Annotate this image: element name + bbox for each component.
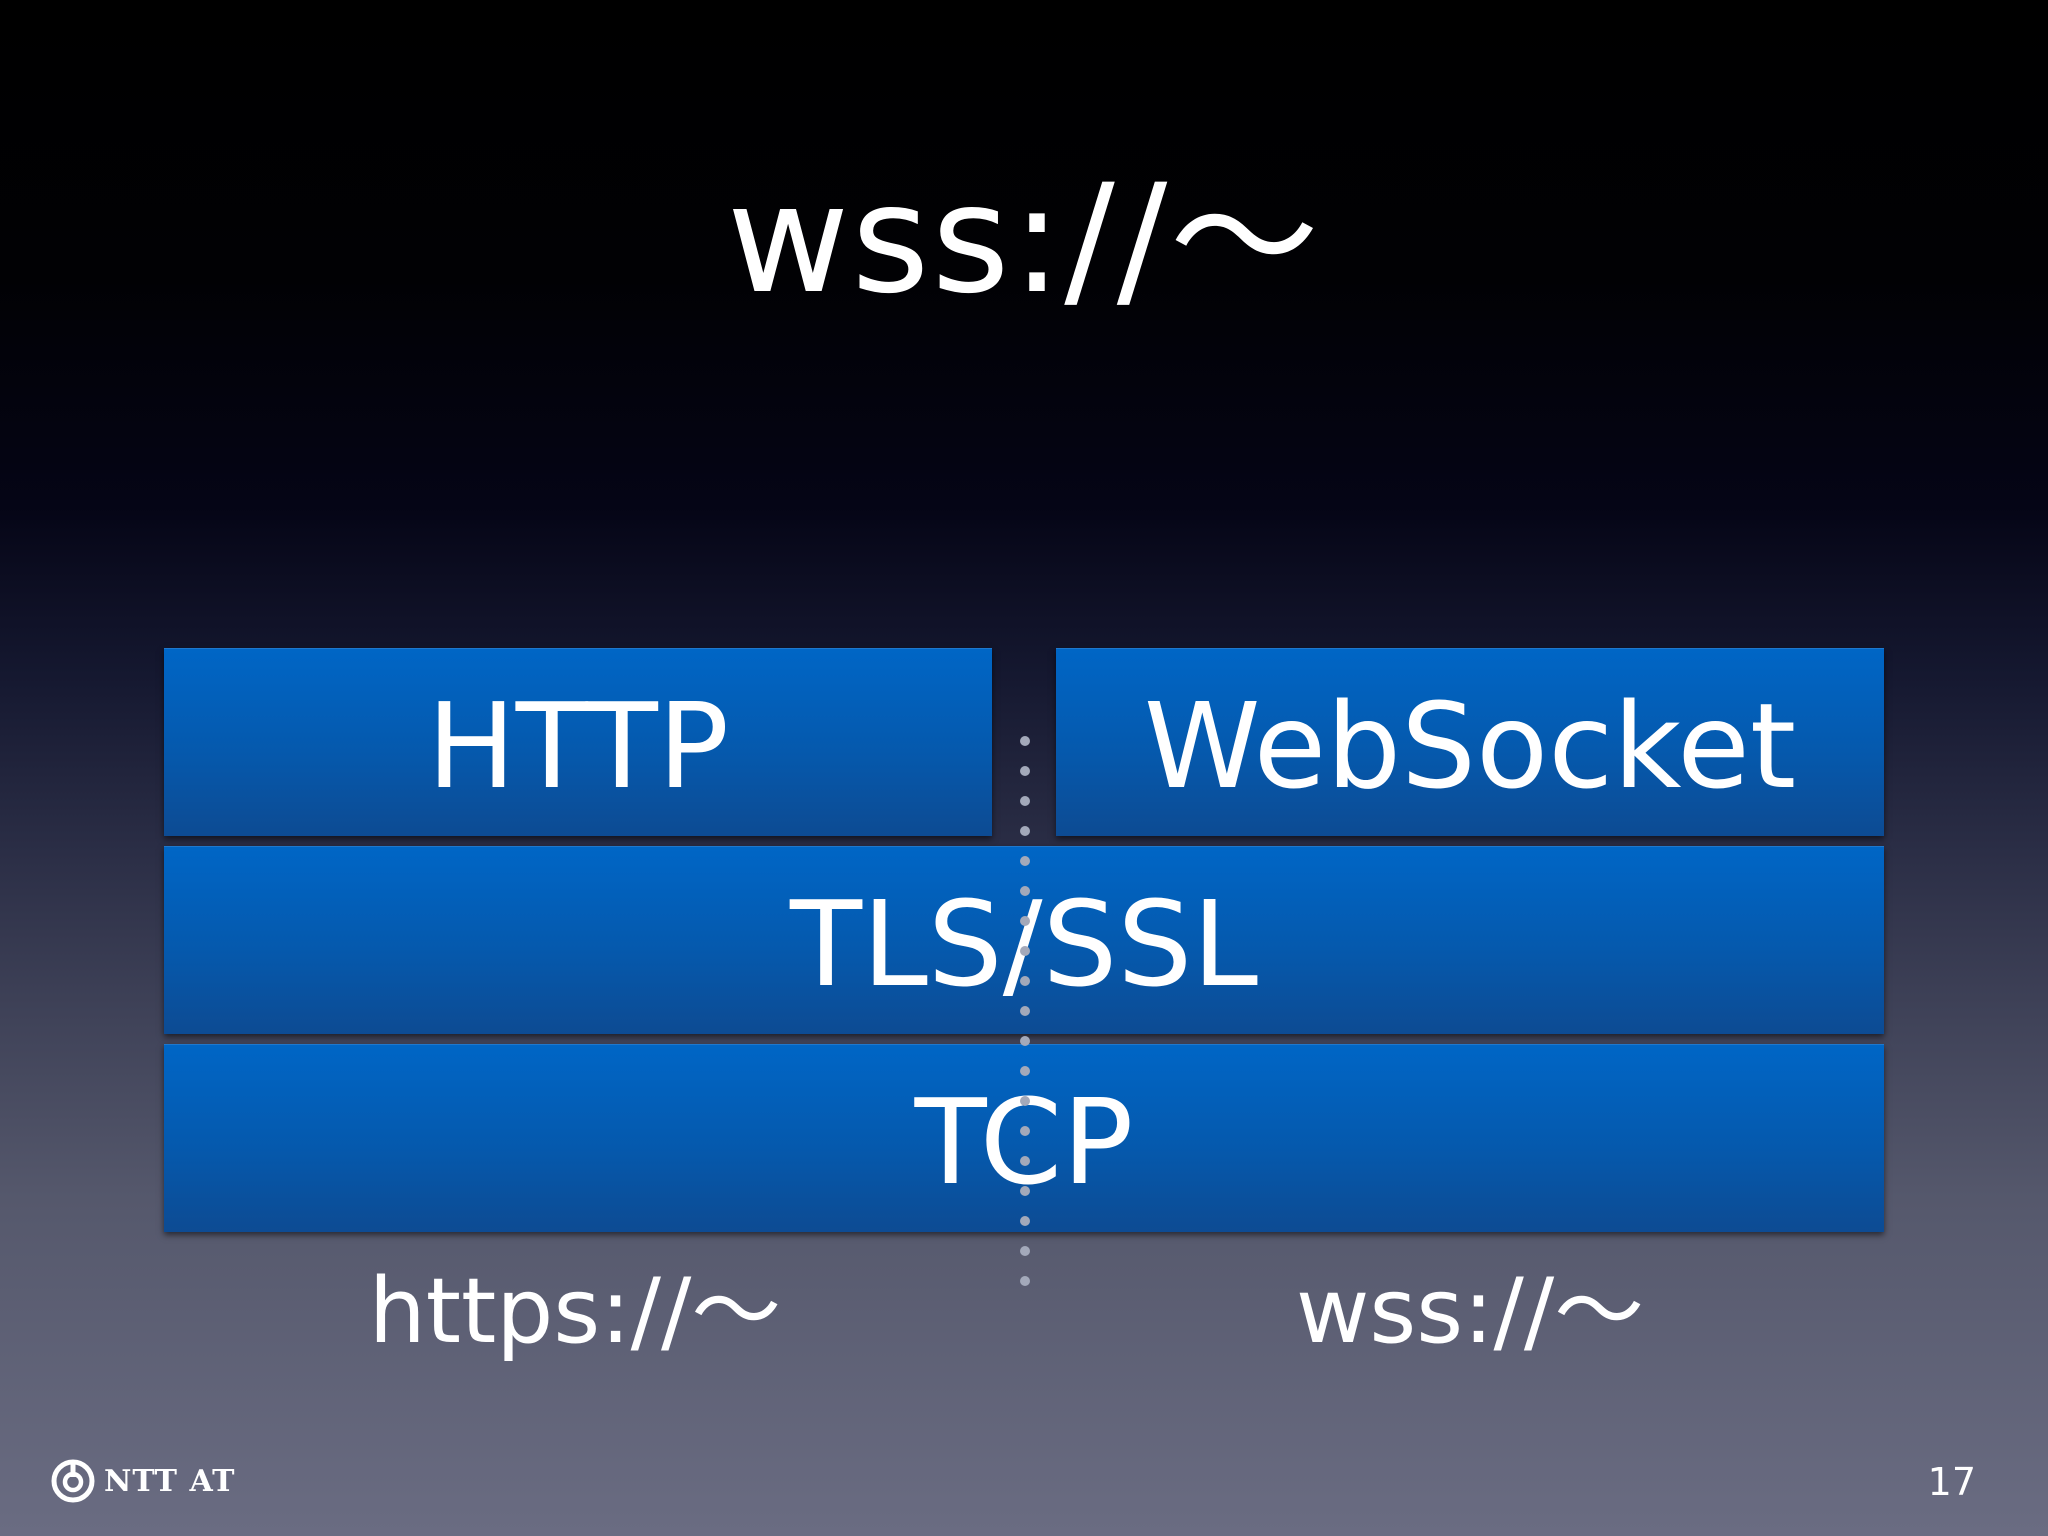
ntt-logo-icon: [51, 1459, 95, 1503]
divider-dot: [1020, 976, 1030, 986]
divider-dot: [1020, 916, 1030, 926]
divider-dot: [1020, 826, 1030, 836]
divider-dot: [1020, 856, 1030, 866]
divider-dot: [1020, 766, 1030, 776]
tls-ssl-layer: TLS/SSL: [164, 846, 1884, 1034]
dotted-divider: [1019, 736, 1031, 1296]
ntt-at-logo: NTT AT: [50, 1458, 235, 1504]
slide-title: wss://〜: [726, 153, 1322, 327]
websocket-layer-label: WebSocket: [1143, 677, 1797, 815]
divider-dot: [1020, 796, 1030, 806]
divider-dot: [1020, 1126, 1030, 1136]
logo-text: NTT AT: [104, 1463, 236, 1499]
page-number: 17: [1927, 1460, 1976, 1504]
divider-dot: [1020, 946, 1030, 956]
divider-dot: [1020, 1036, 1030, 1046]
websocket-layer: WebSocket: [1056, 648, 1884, 836]
https-scheme-label: https://〜: [368, 1259, 782, 1364]
divider-dot: [1020, 1246, 1030, 1256]
wss-scheme-label: wss://〜: [1295, 1259, 1645, 1364]
divider-dot: [1020, 1156, 1030, 1166]
divider-dot: [1020, 1096, 1030, 1106]
divider-dot: [1020, 1216, 1030, 1226]
http-layer-label: HTTP: [427, 677, 729, 815]
divider-dot: [1020, 736, 1030, 746]
divider-dot: [1020, 886, 1030, 896]
divider-dot: [1020, 1006, 1030, 1016]
divider-dot: [1020, 1066, 1030, 1076]
divider-dot: [1020, 1186, 1030, 1196]
http-layer: HTTP: [164, 648, 992, 836]
divider-dot: [1020, 1276, 1030, 1286]
